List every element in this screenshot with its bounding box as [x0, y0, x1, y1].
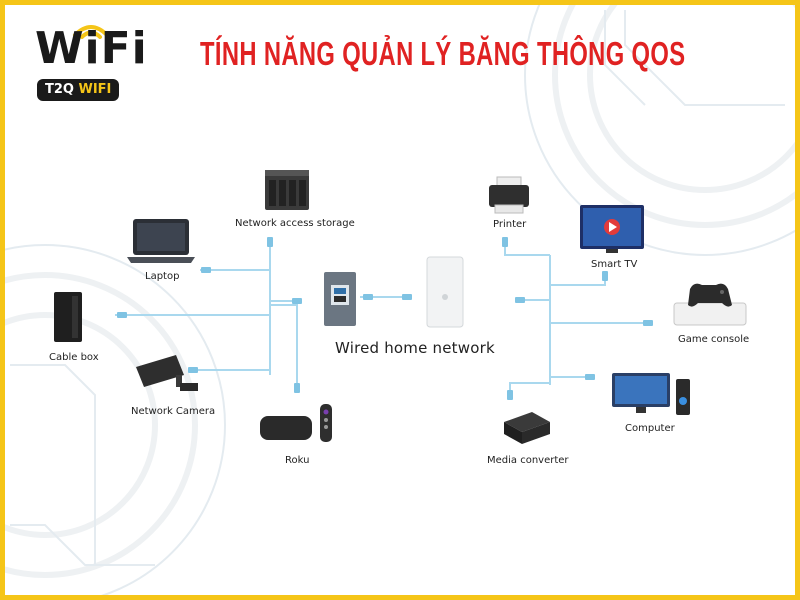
label-printer: Printer — [493, 219, 527, 230]
label-smart-tv: Smart TV — [591, 259, 638, 270]
label-laptop: Laptop — [145, 271, 180, 282]
logo-badge: T2Q WIFI — [37, 79, 120, 101]
label-nas: Network access storage — [235, 218, 355, 229]
label-roku: Roku — [285, 455, 310, 466]
smart-tv-icon — [580, 205, 644, 253]
circuit-background — [5, 5, 795, 595]
nas-device-icon — [265, 170, 309, 210]
center-label: Wired home network — [335, 339, 495, 357]
label-computer: Computer — [625, 423, 675, 434]
brand-logo: WiFi T2Q WIFI — [35, 21, 155, 107]
ethernet-wall-jack-icon — [324, 272, 356, 326]
wifi-signal-icon — [73, 25, 109, 39]
network-camera-icon — [136, 355, 198, 391]
page-title: TÍNH NĂNG QUẢN LÝ BĂNG THÔNG QOS — [200, 35, 686, 72]
label-game-console: Game console — [678, 334, 750, 345]
roku-icon — [260, 404, 332, 442]
laptop-icon — [127, 219, 195, 263]
label-network-camera: Network Camera — [131, 406, 216, 417]
label-cable-box: Cable box — [49, 352, 99, 363]
computer-icon — [612, 373, 690, 415]
network-cables — [115, 237, 653, 400]
logo-wordmark: WiFi — [35, 23, 148, 74]
access-point-icon — [426, 256, 464, 328]
badge-suffix: WIFI — [78, 82, 112, 97]
printer-icon — [489, 176, 529, 214]
cable-box-icon — [54, 292, 82, 342]
label-media-converter: Media converter — [487, 455, 569, 466]
media-converter-icon — [504, 412, 550, 444]
badge-prefix: T2Q — [45, 82, 74, 97]
game-console-icon — [673, 283, 747, 326]
